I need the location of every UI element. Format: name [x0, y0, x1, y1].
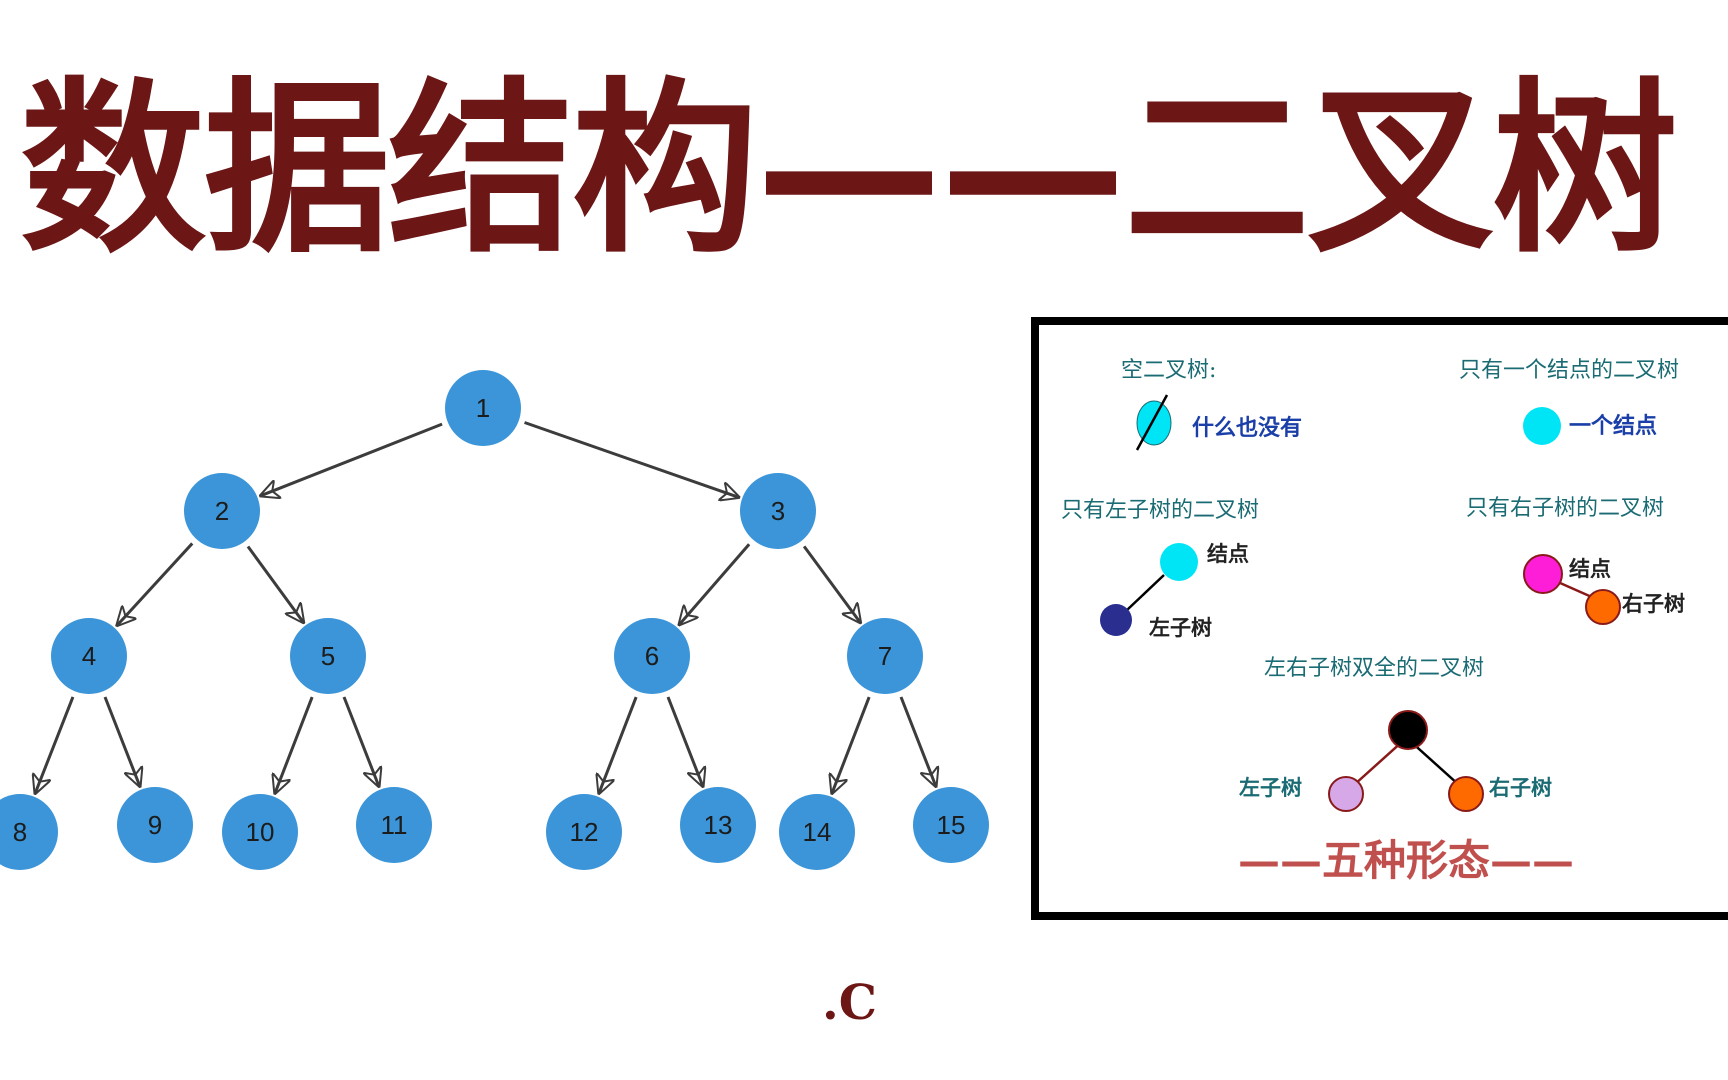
right-only-right-child-node [1585, 589, 1621, 625]
tree-node-label-15: 15 [937, 810, 966, 840]
tree-node-5 [290, 618, 366, 694]
page-title: 数据结构——二叉树 [20, 61, 1678, 278]
tree-node-label-1: 1 [476, 393, 490, 423]
single-node-note: 一个结点 [1569, 413, 1657, 439]
tree-node-8 [0, 794, 58, 870]
right-only-node-label: 结点 [1569, 556, 1611, 581]
left-only-node-label: 结点 [1207, 541, 1249, 566]
single-node [1523, 407, 1561, 445]
tree-node-label-4: 4 [82, 641, 96, 671]
tree-node-label-10: 10 [246, 817, 275, 847]
tree-node-6 [614, 618, 690, 694]
tree-node-10 [222, 794, 298, 870]
tree-node-label-8: 8 [13, 817, 27, 847]
tree-edge-4-8 [35, 696, 75, 793]
tree-edge-5-11 [342, 696, 379, 786]
tree-node-2 [184, 473, 260, 549]
tree-node-label-13: 13 [704, 810, 733, 840]
single-node-title: 只有一个结点的二叉树 [1459, 358, 1679, 383]
tree-node-11 [356, 787, 432, 863]
left-only-edge [1126, 574, 1165, 611]
tree-node-label-9: 9 [148, 810, 162, 840]
full-tree-left-edge [1353, 739, 1405, 786]
tree-node-4 [51, 618, 127, 694]
tree-node-1 [445, 370, 521, 446]
tree-node-13 [680, 787, 756, 863]
tree-node-label-12: 12 [570, 817, 599, 847]
left-only-left-child-node [1100, 604, 1132, 636]
tree-node-14 [779, 794, 855, 870]
tree-edge-1-3 [524, 421, 739, 498]
tree-node-3 [740, 473, 816, 549]
tree-edge-2-4 [117, 542, 194, 625]
full-tree-left-child-node [1328, 776, 1364, 812]
left-only-root-node [1160, 543, 1198, 581]
tree-edge-3-7 [802, 545, 860, 622]
right-only-title: 只有右子树的二叉树 [1466, 496, 1664, 521]
five-forms-diagram: 空二叉树: 什么也没有 只有一个结点的二叉树 一个结点 只有左子树的二叉树 结点… [1061, 358, 1685, 885]
tree-node-7 [847, 618, 923, 694]
tree-node-label-14: 14 [803, 817, 832, 847]
left-only-title: 只有左子树的二叉树 [1061, 498, 1259, 523]
left-only-child-label: 左子树 [1149, 615, 1212, 640]
empty-tree-title: 空二叉树: [1121, 358, 1216, 383]
tree-node-label-5: 5 [321, 641, 335, 671]
tree-node-label-6: 6 [645, 641, 659, 671]
tree-edge-7-15 [899, 696, 936, 786]
tree-node-label-3: 3 [771, 496, 785, 526]
tree-node-label-11: 11 [381, 810, 408, 840]
tree-edge-3-6 [680, 543, 751, 624]
five-forms-panel: 空二叉树: 什么也没有 只有一个结点的二叉树 一个结点 只有左子树的二叉树 结点… [1031, 317, 1728, 920]
footer-mark: .C [822, 975, 877, 1031]
tree-edge-5-10 [275, 696, 314, 793]
full-tree-right-label: 右子树 [1489, 775, 1552, 800]
five-forms-caption: ——五种形态—— [1238, 836, 1574, 885]
tree-node-12 [546, 794, 622, 870]
full-tree-root-node [1388, 710, 1428, 750]
tree-node-15 [913, 787, 989, 863]
tree-node-label-7: 7 [878, 641, 892, 671]
right-only-child-label: 右子树 [1622, 591, 1685, 616]
full-tree-title: 左右子树双全的二叉树 [1264, 656, 1484, 681]
tree-edge-4-9 [103, 696, 140, 786]
tree-edge-6-13 [666, 696, 703, 786]
tree-node-label-2: 2 [215, 496, 229, 526]
empty-tree-note: 什么也没有 [1192, 415, 1302, 441]
tree-edge-1-2 [261, 422, 443, 495]
tree-node-9 [117, 787, 193, 863]
tree-edge-2-5 [246, 545, 303, 623]
full-tree-right-child-node [1448, 776, 1484, 812]
tree-edge-6-12 [599, 696, 638, 793]
right-only-root-node [1523, 554, 1563, 594]
full-tree-left-label: 左子树 [1239, 775, 1302, 800]
empty-tree-slash [1135, 394, 1169, 451]
tree-edge-7-14 [832, 696, 871, 793]
